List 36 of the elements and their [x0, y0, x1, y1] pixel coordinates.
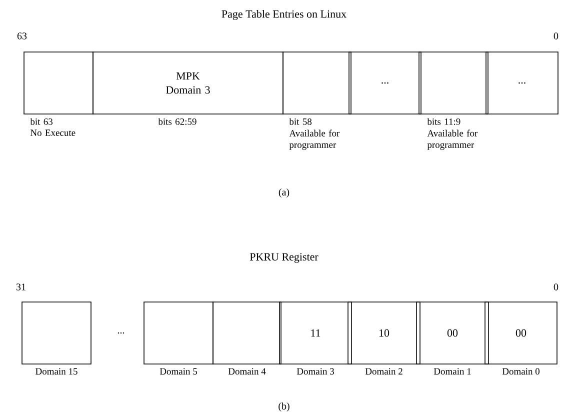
bit-field-cell: MPK Domain 3	[92, 52, 284, 114]
bit-field-cell	[212, 302, 282, 364]
field-description: bit 63	[30, 118, 53, 125]
bit-field-cell	[282, 52, 352, 114]
domain-label: Domain 4	[228, 368, 266, 375]
bit-index: 0	[554, 32, 558, 40]
field-description: Available for programmer	[289, 130, 340, 150]
bit-field-cell: 10	[348, 302, 420, 364]
domain-label: Domain 2	[365, 368, 402, 375]
bit-field-cell	[418, 52, 488, 114]
field-description: bits 11:9	[427, 118, 460, 125]
ellipsis: ...	[118, 332, 124, 334]
bit-field-cell	[144, 302, 214, 364]
field-description: No Execute	[30, 130, 76, 136]
field-description: Available for programmer	[427, 130, 478, 150]
bit-index: 0	[554, 284, 558, 290]
field-description: bit 58	[289, 118, 312, 125]
field-description: bits 62:59	[158, 118, 196, 125]
bit-index: 31	[16, 284, 26, 290]
domain-label: Domain 15	[36, 368, 78, 375]
domain-label: Domain 0	[502, 368, 540, 375]
bit-field-cell: ...	[348, 52, 422, 114]
subfigure-label: (a)	[278, 188, 290, 198]
bit-index: 63	[17, 32, 27, 40]
domain-label: Domain 5	[160, 368, 197, 375]
domain-label: Domain 1	[434, 368, 471, 375]
bit-field-cell: 11	[279, 302, 352, 364]
domain-label: Domain 3	[296, 368, 334, 375]
bit-field-cell: ...	[486, 52, 558, 114]
panel-heading: Page Table Entries on Linux	[222, 10, 346, 20]
subfigure-label: (b)	[278, 402, 290, 412]
bit-field-cell: 00	[484, 302, 558, 364]
panel-heading: PKRU Register	[250, 253, 318, 263]
bit-field-cell	[24, 52, 94, 114]
bit-field-cell	[22, 302, 92, 364]
bit-field-cell: 00	[416, 302, 489, 364]
